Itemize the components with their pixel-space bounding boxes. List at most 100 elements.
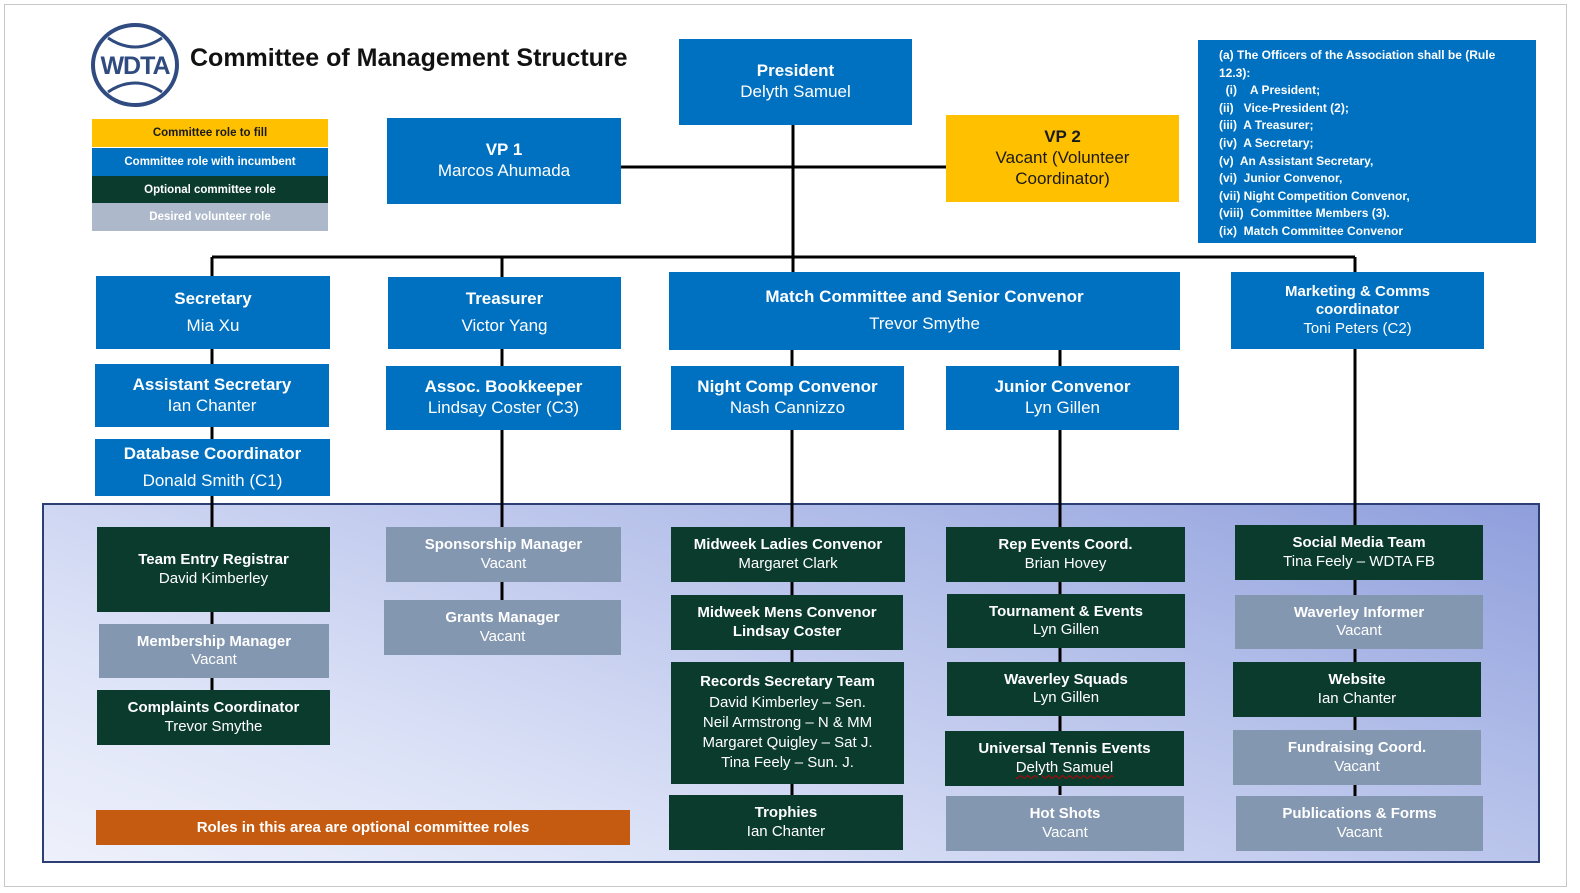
hot-shots-box: Hot Shots Vacant [946,796,1184,851]
role-title: Complaints Coordinator [127,699,300,717]
role-holder: Vacant (Volunteer Coordinator) [995,148,1130,188]
publications-forms-box: Publications & Forms Vacant [1236,796,1483,851]
role-holder: Vacant [1336,622,1382,639]
role-title: Publications & Forms [1282,805,1437,823]
role-title: Match Committee and Senior Convenor [765,287,1084,307]
role-holder: Trevor Smythe [164,717,263,735]
midweek-ladies-convenor-box: Midweek Ladies Convenor Margaret Clark [671,527,905,582]
page-title: Committee of Management Structure [190,44,628,72]
role-title: Sponsorship Manager [424,536,583,554]
role-title: Team Entry Registrar [138,551,289,569]
role-holder: Vacant [1336,823,1383,841]
grants-manager-box: Grants Manager Vacant [384,600,621,655]
bookkeeper-box: Assoc. Bookkeeper Lindsay Coster (C3) [386,366,621,430]
role-title: Tournament & Events [989,602,1143,620]
legend-role-with-incumbent: Committee role with incumbent [92,148,328,176]
role-title: Records Secretary Team [700,673,875,691]
logo-text: WDTA [100,52,170,80]
role-title: Night Comp Convenor [697,377,878,397]
role-title: Hot Shots [1029,805,1101,823]
role-holder: Vacant [480,554,527,572]
rules-line: (iii) A Treasurer; [1219,118,1314,133]
role-title: Waverley Informer [1293,603,1425,621]
tournament-events-box: Tournament & Events Lyn Gillen [947,594,1185,648]
role-title: Midweek Ladies Convenor [693,536,883,554]
role-title: Grants Manager [445,609,560,627]
vp2-box: VP 2 Vacant (Volunteer Coordinator) [946,115,1179,202]
midweek-mens-convenor-box: Midweek Mens Convenor Lindsay Coster [671,595,903,650]
rules-line: (ii) Vice-President (2); [1219,100,1349,115]
role-title: Assoc. Bookkeeper [424,377,583,397]
role-holder: Delyth Samuel [1015,758,1114,776]
role-holder: Toni Peters (C2) [1303,319,1412,337]
role-holder: Lindsay Coster [732,622,842,640]
role-holder: Margaret Quigley – Sat J. [702,734,873,752]
waverley-squads-box: Waverley Squads Lyn Gillen [947,662,1185,716]
role-holder: Lyn Gillen [1032,689,1100,706]
role-holder: Margaret Clark [738,554,838,572]
rules-line: (iv) A Secretary; [1219,135,1314,150]
role-holder: Trevor Smythe [869,314,980,333]
role-holder: Lyn Gillen [1032,621,1100,638]
role-holder: David Kimberley – Sen. [709,693,866,711]
rep-events-coord-box: Rep Events Coord. Brian Hovey [946,527,1185,582]
rules-line: (i) A President; [1219,83,1321,98]
rules-line: (vi) Junior Convenor, [1219,171,1343,186]
role-title: Junior Convenor [994,377,1131,397]
database-coordinator-box: Database Coordinator Donald Smith (C1) [95,439,330,496]
optional-roles-note: Roles in this area are optional committe… [96,810,630,845]
match-committee-box: Match Committee and Senior Convenor Trev… [669,272,1180,350]
team-entry-registrar-box: Team Entry Registrar David Kimberley [97,527,330,612]
role-holder: Marcos Ahumada [437,161,571,180]
role-holder: Victor Yang [461,316,548,335]
role-holder: Brian Hovey [1024,554,1107,572]
legend-volunteer-role: Desired volunteer role [92,203,328,231]
role-title: VP 1 [485,140,523,160]
role-title: Fundraising Coord. [1287,739,1427,757]
rules-line: (ix) Match Committee Convenor [1219,223,1404,238]
sponsorship-manager-box: Sponsorship Manager Vacant [386,527,621,582]
role-holder: Nash Cannizzo [729,398,846,417]
role-holder: Tina Feely – Sun. J. [721,754,854,772]
role-title: Treasurer [465,289,544,309]
role-title: Marketing & Comms coordinator [1284,283,1431,319]
rules-line: (v) An Assistant Secretary, [1219,153,1374,168]
role-title: President [756,61,835,81]
waverley-informer-box: Waverley Informer Vacant [1235,595,1483,649]
rules-line: (viii) Committee Members (3). [1219,206,1390,221]
role-title: Assistant Secretary [132,374,292,394]
role-title: Rep Events Coord. [998,536,1133,554]
role-title: Secretary [174,288,252,308]
role-holder: Ian Chanter [1317,689,1397,707]
marketing-box: Marketing & Comms coordinator Toni Peter… [1231,272,1484,349]
role-title: Waverley Squads [1004,670,1128,688]
role-title: Membership Manager [136,632,292,650]
legend-role-to-fill: Committee role to fill [92,119,328,147]
role-title: Database Coordinator [123,443,302,463]
role-holder: Vacant [1334,757,1380,775]
universal-tennis-events-box: Universal Tennis Events Delyth Samuel [945,731,1184,786]
assistant-secretary-box: Assistant Secretary Ian Chanter [95,364,329,427]
role-holder: Donald Smith (C1) [142,470,283,490]
complaints-coordinator-box: Complaints Coordinator Trevor Smythe [97,690,330,745]
president-box: President Delyth Samuel [679,39,912,125]
secretary-box: Secretary Mia Xu [96,276,330,349]
rules-line: 12.3): [1219,65,1251,80]
rules-line: (vii) Night Competition Convenor, [1219,188,1410,203]
role-holder: Lindsay Coster (C3) [427,398,580,417]
legend-optional-role: Optional committee role [92,176,328,204]
social-media-team-box: Social Media Team Tina Feely – WDTA FB [1235,525,1483,580]
rules-line: (a) The Officers of the Association shal… [1219,48,1496,62]
role-title: Social Media Team [1292,534,1426,552]
role-holder: Vacant [191,651,237,668]
membership-manager-box: Membership Manager Vacant [99,624,329,678]
role-holder: Tina Feely – WDTA FB [1283,552,1435,570]
fundraising-coord-box: Fundraising Coord. Vacant [1233,730,1481,785]
role-holder: Lyn Gillen [1025,398,1100,417]
junior-convenor-box: Junior Convenor Lyn Gillen [946,366,1179,430]
wdta-logo: WDTA [91,23,179,107]
role-holder: Vacant [1042,823,1088,841]
role-title: Trophies [754,804,818,822]
trophies-box: Trophies Ian Chanter [669,795,903,850]
role-title: Universal Tennis Events [978,740,1151,758]
